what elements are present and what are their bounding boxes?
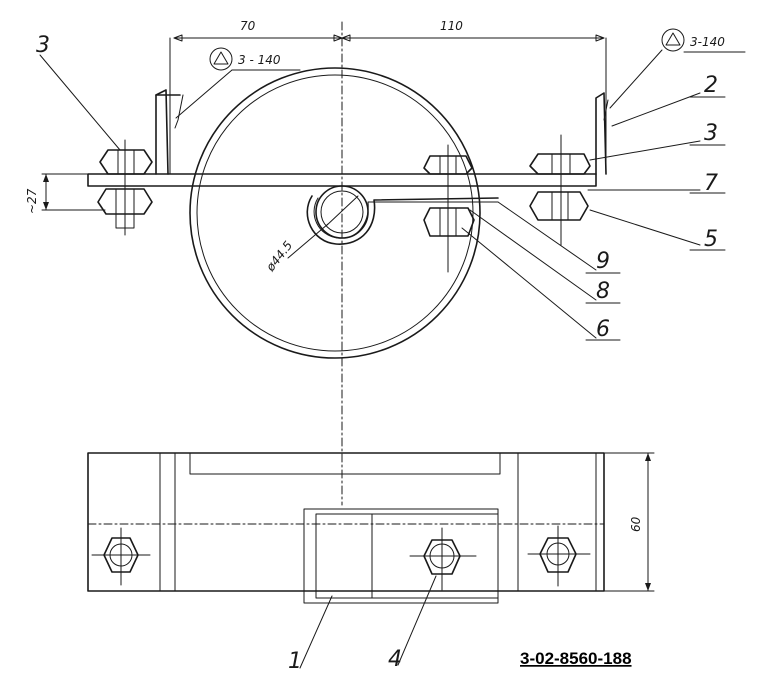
drawing-code: 3-02-8560-188 bbox=[520, 649, 632, 668]
callout-6: 6 bbox=[596, 317, 610, 342]
callout-3-left: 3 bbox=[36, 33, 50, 58]
plan-nut-center bbox=[409, 527, 477, 591]
top-dimension-line bbox=[173, 34, 605, 42]
dimension-70: 70 bbox=[240, 19, 256, 33]
small-pipe-clamp bbox=[306, 185, 499, 245]
plan-height-dimension bbox=[603, 452, 655, 592]
plan-view-frame bbox=[87, 452, 605, 592]
pipe-circle bbox=[189, 67, 481, 359]
callout-9: 9 bbox=[596, 249, 610, 274]
callout-2: 2 bbox=[704, 73, 718, 98]
plan-nut-left bbox=[91, 527, 151, 586]
right-weld-symbol bbox=[609, 28, 746, 109]
left-weld-symbol bbox=[175, 47, 301, 119]
center-bolt-assembly bbox=[423, 144, 475, 273]
callout-4: 4 bbox=[388, 647, 402, 672]
dimension-60: 60 bbox=[629, 516, 643, 532]
left-weld-label: 3 - 140 bbox=[238, 53, 281, 67]
callout-leaders bbox=[39, 54, 726, 669]
left-bolt-assembly bbox=[97, 139, 153, 236]
callout-1: 1 bbox=[288, 649, 302, 674]
callout-3-right: 3 bbox=[704, 121, 718, 146]
callout-8: 8 bbox=[596, 279, 610, 304]
dimension-110: 110 bbox=[440, 19, 463, 33]
left-angle-bracket bbox=[155, 37, 184, 175]
right-bolt-assembly bbox=[529, 134, 591, 246]
plan-nut-right bbox=[527, 525, 591, 587]
callout-5: 5 bbox=[704, 227, 718, 252]
plan-center-plate bbox=[303, 508, 499, 604]
callout-7: 7 bbox=[704, 171, 718, 196]
diameter-leader bbox=[287, 223, 329, 259]
right-weld-label: 3-140 bbox=[690, 35, 725, 49]
dimension-27: ~27 bbox=[25, 188, 39, 214]
right-angle-bracket bbox=[595, 37, 609, 175]
height-dimension-line bbox=[41, 173, 106, 211]
